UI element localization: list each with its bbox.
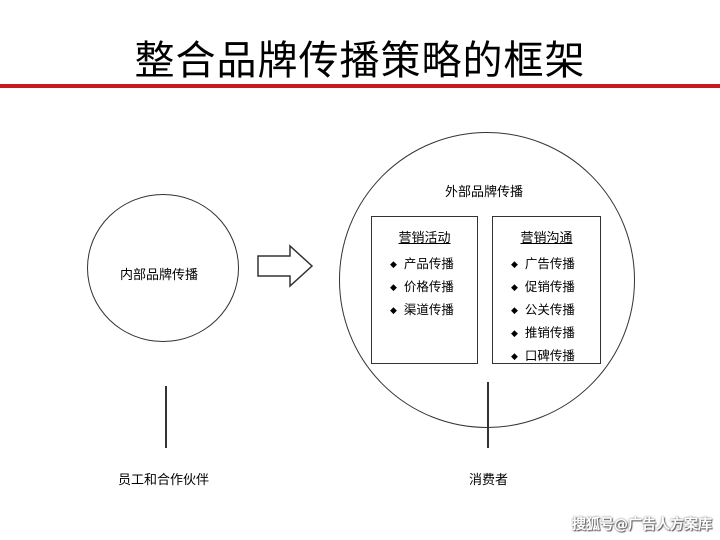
list-item: ◆广告传播 [511, 256, 575, 271]
marketing-communication-box: 营销沟通 ◆广告传播 ◆促销传播 ◆公关传播 ◆推销传播 ◆口碑传播 [492, 216, 601, 364]
marketing-activities-box: 营销活动 ◆产品传播 ◆价格传播 ◆渠道传播 [371, 216, 478, 364]
title-divider [0, 84, 720, 88]
diamond-bullet-icon: ◆ [390, 260, 397, 270]
diamond-bullet-icon: ◆ [390, 283, 397, 293]
list-item: ◆促销传播 [511, 279, 575, 294]
marketing-communication-heading: 营销沟通 [520, 231, 573, 246]
internal-communication-circle [87, 194, 239, 342]
external-connector-line [487, 382, 489, 448]
list-item: ◆价格传播 [390, 279, 454, 294]
external-communication-label: 外部品牌传播 [445, 185, 524, 200]
list-item: ◆口碑传播 [511, 348, 575, 363]
internal-communication-label: 内部品牌传播 [120, 268, 199, 283]
page-title: 整合品牌传播策略的框架 [134, 38, 586, 84]
right-arrow-icon [257, 244, 314, 288]
diamond-bullet-icon: ◆ [511, 283, 518, 293]
diamond-bullet-icon: ◆ [511, 306, 518, 316]
diamond-bullet-icon: ◆ [511, 352, 518, 362]
diamond-bullet-icon: ◆ [511, 329, 518, 339]
marketing-communication-list: ◆广告传播 ◆促销传播 ◆公关传播 ◆推销传播 ◆口碑传播 [493, 254, 600, 369]
internal-connector-line [165, 386, 167, 448]
diamond-bullet-icon: ◆ [511, 260, 518, 270]
marketing-activities-heading: 营销活动 [398, 231, 451, 246]
consumers-label: 消费者 [469, 473, 509, 488]
list-item: ◆产品传播 [390, 256, 454, 271]
list-item: ◆渠道传播 [390, 302, 454, 317]
watermark: 搜狐号@广告人方案库 [572, 517, 712, 533]
list-item: ◆推销传播 [511, 325, 575, 340]
list-item: ◆公关传播 [511, 302, 575, 317]
staff-partners-label: 员工和合作伙伴 [118, 473, 210, 488]
diamond-bullet-icon: ◆ [390, 306, 397, 316]
marketing-activities-list: ◆产品传播 ◆价格传播 ◆渠道传播 [372, 254, 477, 323]
